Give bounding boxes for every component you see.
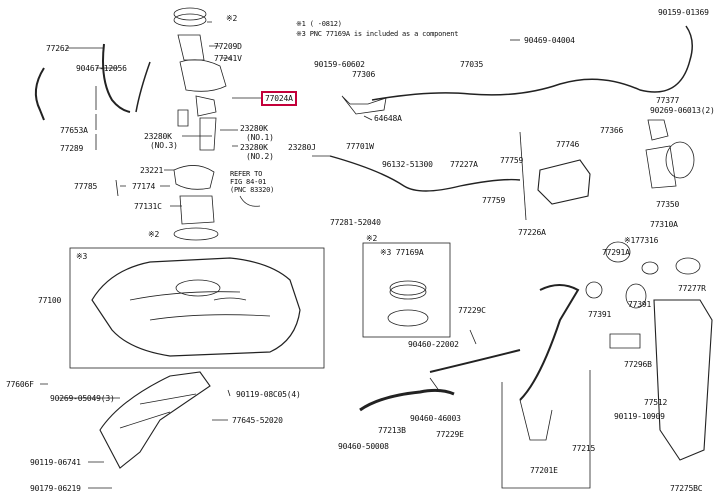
legend-note-1: ※1 ( -0812)	[296, 20, 342, 28]
part-label-77227A[interactable]: 77227A	[450, 160, 478, 169]
tank-band	[99, 371, 211, 469]
part-label-77296B[interactable]: 77296B	[624, 360, 652, 369]
fuel-pump-assembly	[179, 59, 227, 92]
part-label-90119-08C05[interactable]: 90119-08C05(4)	[236, 390, 301, 399]
part-label-90460-46003[interactable]: 90460-46003	[410, 414, 461, 423]
part-label-77350[interactable]: 77350	[656, 200, 680, 209]
part-label-77241V[interactable]: 77241V	[214, 54, 242, 63]
gasket-ring	[173, 227, 219, 241]
part-label-90159-60602[interactable]: 90159-60602	[314, 60, 365, 69]
part-label-77213B[interactable]: 77213B	[378, 426, 406, 435]
part-label-77277R[interactable]: 77277R	[678, 284, 706, 293]
mark-label: ※2	[366, 234, 378, 243]
part-label-90119-06741[interactable]: 90119-06741	[30, 458, 81, 467]
refer-note-line3: (PNC 83320)	[230, 186, 275, 194]
part-label-90119-10909[interactable]: 90119-10909	[614, 412, 665, 421]
fuel-inlet-pipe	[519, 284, 580, 401]
refer-note-line2[interactable]: FIG 84-01	[230, 178, 267, 186]
part-label-77759[interactable]: 77759	[500, 156, 524, 165]
part-label-77377[interactable]: 77377	[656, 96, 680, 105]
part-label-23280K-no2[interactable]: 23280K	[240, 143, 268, 152]
part-label-77746[interactable]: 77746	[556, 140, 580, 149]
part-label-23221[interactable]: 23221	[140, 166, 164, 175]
mark-label: ※2	[226, 14, 238, 23]
refer-note-line1: REFER TO	[230, 170, 263, 178]
part-label-77035[interactable]: 77035	[460, 60, 484, 69]
fuel-tank-box	[69, 247, 325, 369]
part-label-77306[interactable]: 77306	[352, 70, 376, 79]
part-label-77100[interactable]: 77100	[38, 296, 62, 305]
part-label-90179-06219[interactable]: 90179-06219	[30, 484, 81, 493]
part-note-no2: (NO.2)	[246, 152, 274, 161]
filler-protector	[653, 299, 713, 461]
part-label-23280K[interactable]: 23280K	[144, 132, 172, 141]
part-label-77229C[interactable]: 77229C	[458, 306, 486, 315]
part-label-77291A[interactable]: 77291A	[602, 248, 630, 257]
part-note-no3: (NO.3)	[150, 141, 178, 150]
part-label-77606F[interactable]: 77606F	[6, 380, 34, 389]
gauge-retainer-box	[362, 242, 451, 338]
part-label-90460-22002[interactable]: 90460-22002	[408, 340, 459, 349]
part-label-23280J[interactable]: 23280J	[288, 143, 316, 152]
part-label-23280K-no1[interactable]: 23280K	[240, 124, 268, 133]
part-label-64648A[interactable]: 64648A	[374, 114, 402, 123]
mark-label: ※3	[76, 252, 88, 261]
part-label-77201E[interactable]: 77201E	[530, 466, 558, 475]
part-label-90467-12056[interactable]: 90467-12056	[76, 64, 127, 73]
diagram-code: 77275BC	[670, 484, 703, 493]
canister	[537, 159, 591, 205]
part-label-90460-50008[interactable]: 90460-50008	[338, 442, 389, 451]
part-label-77366[interactable]: 77366	[600, 126, 624, 135]
part-label-77759[interactable]: 77759	[482, 196, 506, 205]
part-label-177316[interactable]: ※177316	[624, 236, 659, 245]
part-label-77262[interactable]: 77262	[46, 44, 70, 53]
part-label-77209D[interactable]: 77209D	[214, 42, 242, 51]
part-label-96132-51300[interactable]: 96132-51300	[382, 160, 433, 169]
part-label-77024A-highlighted[interactable]: 77024A	[261, 91, 297, 106]
mark-label: ※2	[148, 230, 160, 239]
part-label-77289[interactable]: 77289	[60, 144, 84, 153]
part-label-77169A[interactable]: ※3 77169A	[380, 248, 424, 257]
part-label-77281-52040[interactable]: 77281-52040	[330, 218, 381, 227]
part-label-77391[interactable]: 77391	[588, 310, 612, 319]
fuel-tank-outline	[91, 257, 301, 357]
gasket-ring-top	[173, 7, 207, 21]
part-label-77701W[interactable]: 77701W	[346, 142, 374, 151]
part-label-90269-05049[interactable]: 90269-05049(3)	[50, 394, 115, 403]
part-label-77310A[interactable]: 77310A	[650, 220, 678, 229]
part-label-77653A[interactable]: 77653A	[60, 126, 88, 135]
part-label-90469-04004[interactable]: 90469-04004	[524, 36, 575, 45]
part-label-77645-52020[interactable]: 77645-52020	[232, 416, 283, 425]
part-label-90269-06013[interactable]: 90269-06013(2)	[650, 106, 715, 115]
part-label-77229E[interactable]: 77229E	[436, 430, 464, 439]
part-label-77391[interactable]: 77391	[628, 300, 652, 309]
filler-pipe-box	[501, 370, 591, 489]
part-label-77215[interactable]: 77215	[572, 444, 596, 453]
vapor-hose	[371, 25, 693, 101]
part-label-77131C[interactable]: 77131C	[134, 202, 162, 211]
part-label-77174[interactable]: 77174	[132, 182, 156, 191]
legend-note-2: ※3 PNC 77169A is included as a component	[296, 30, 459, 38]
part-label-77785[interactable]: 77785	[74, 182, 98, 191]
part-note-no1: (NO.1)	[246, 133, 274, 142]
part-label-77512[interactable]: 77512	[644, 398, 668, 407]
part-label-77226A[interactable]: 77226A	[518, 228, 546, 237]
part-label-90159-01369[interactable]: 90159-01369	[658, 8, 709, 17]
fuel-sender-unit	[179, 195, 215, 225]
